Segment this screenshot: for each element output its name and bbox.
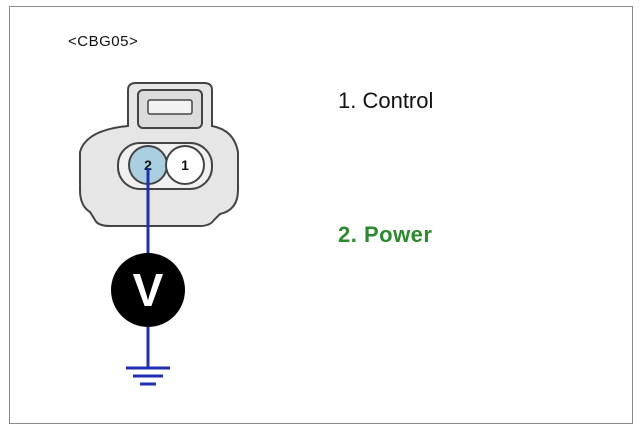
ground-symbol-icon	[126, 366, 170, 386]
legend-item-power: 2. Power	[338, 222, 433, 247]
voltmeter-circle	[111, 253, 185, 327]
connector-latch-slot	[147, 99, 193, 115]
voltmeter-symbol: V	[133, 264, 164, 316]
pin-1-label: 1	[181, 157, 189, 173]
pin-2-label: 2	[144, 157, 152, 173]
connector-id-label: <CBG05>	[68, 33, 139, 50]
pin-1-circle	[165, 145, 205, 185]
voltmeter-icon: V	[111, 253, 185, 327]
legend-item-control: 1. Control	[338, 88, 434, 113]
pin-1: 1	[165, 145, 205, 185]
